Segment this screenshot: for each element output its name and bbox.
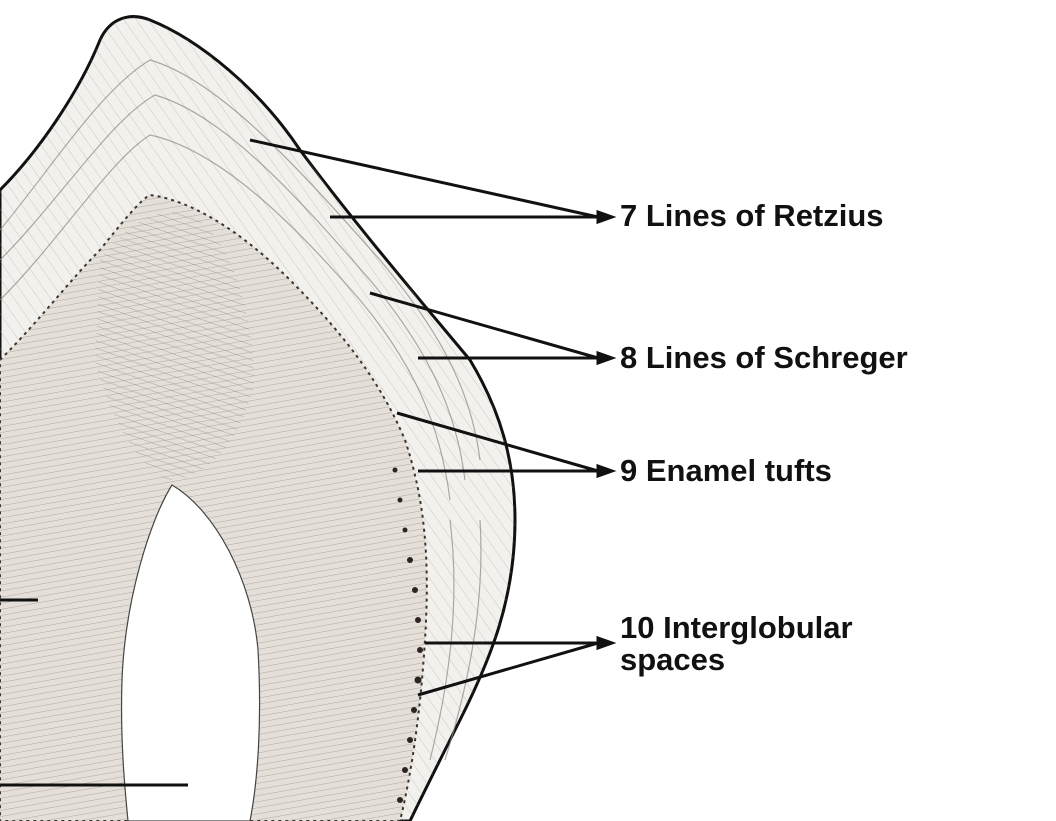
label-lines-of-retzius: 7 Lines of Retzius [620,200,884,232]
label-interglobular-spaces: 10 Interglobular spaces [620,612,853,676]
label-interglobular-line-1: 10 Interglobular [620,612,853,644]
label-enamel-tufts: 9 Enamel tufts [620,455,832,487]
label-interglobular-line-2: spaces [620,644,853,676]
label-lines-of-schreger: 8 Lines of Schreger [620,342,908,374]
